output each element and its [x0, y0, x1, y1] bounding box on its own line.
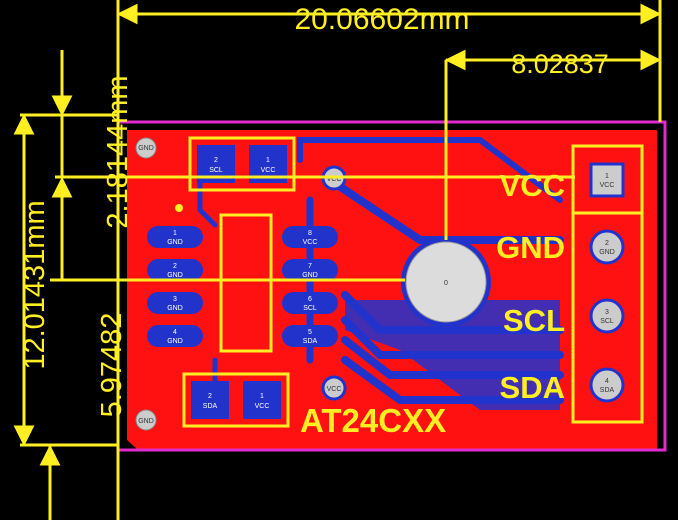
mounting-pad-bottom-left: GND: [135, 409, 157, 431]
mounting-pad-top-left: GND: [135, 137, 157, 159]
resistor-bottom-pin-name: VCC: [255, 403, 270, 410]
chip-pin-num: 3: [173, 296, 177, 303]
chip-pin-name: GND: [167, 305, 183, 312]
mounting-pad-label-bottom: GND: [138, 418, 154, 425]
dimension-width-label: 20.06602mm: [294, 3, 469, 36]
chip-pin-num: 8: [308, 230, 312, 237]
header-pin-num: 1: [605, 173, 609, 180]
header-pin-name: GND: [599, 249, 615, 256]
chip-pin: 2 GND: [147, 259, 203, 281]
chip-part-label: AT24CXX: [300, 402, 446, 439]
chip-pin-num: 7: [308, 263, 312, 270]
chip-pin-num: 4: [173, 329, 177, 336]
dimension-bottom-offset-label: 5.97482: [96, 313, 128, 418]
resistor-top-pin-name: VCC: [261, 167, 276, 174]
chip-pin-name: VCC: [303, 239, 318, 246]
via-bottom: VCC: [321, 375, 347, 401]
chip-pin: 4 GND: [147, 325, 203, 347]
mounting-hole: 0: [401, 237, 491, 327]
header-connector: 1 VCC 2 GND 3 SCL 4 SDA: [571, 144, 644, 424]
silk-label-sda: SDA: [500, 370, 565, 405]
silk-label-scl: SCL: [503, 303, 565, 338]
header-pin-name: SDA: [600, 387, 615, 394]
copper-pour: [345, 300, 560, 410]
dimension-lines: [13, 0, 662, 520]
dimension-height-label: 12.01431mm: [19, 200, 51, 369]
chip-pin1-marker: [175, 204, 183, 212]
chip-pin: 8 VCC: [282, 226, 338, 248]
chip-pin: 3 GND: [147, 292, 203, 314]
resistor-bottom: 2 SDA 1 VCC: [182, 372, 290, 428]
chip-pin-num: 2: [173, 263, 177, 270]
chip-pin-name: GND: [167, 272, 183, 279]
dimension-hole-offset-label: 8.02837: [511, 49, 609, 79]
via-bottom-label: VCC: [327, 386, 342, 393]
resistor-top-pin-num: 1: [266, 157, 270, 164]
chip-pin-name: SCL: [303, 305, 317, 312]
chip-pin-name: GND: [167, 338, 183, 345]
chip-pin: 5 SDA: [282, 325, 338, 347]
resistor-bottom-pin-num: 1: [260, 393, 264, 400]
resistor-bottom-pin-name: SDA: [203, 403, 218, 410]
resistor-top-pin-name: SCL: [209, 167, 223, 174]
chip-pin-name: SDA: [303, 338, 318, 345]
header-pin: 4 SDA: [589, 367, 625, 403]
header-pin-num: 3: [605, 309, 609, 316]
via-top-label: VCC: [327, 176, 342, 183]
chip-pins-left: 1 GND 2 GND 3 GND 4 GND: [147, 226, 203, 347]
header-pin-num: 4: [605, 378, 609, 385]
mounting-hole-label: 0: [444, 280, 448, 287]
resistor-bottom-pin-num: 2: [208, 393, 212, 400]
chip-pins-right: 8 VCC 7 GND 6 SCL 5 SDA: [282, 226, 338, 347]
dimension-top-offset-label: 2.18144mm: [102, 75, 134, 228]
chip-pin: 7 GND: [282, 259, 338, 281]
chip-pin-name: GND: [302, 272, 318, 279]
silk-label-gnd: GND: [496, 230, 565, 265]
mounting-pad-label-top: GND: [138, 145, 154, 152]
chip-pin-name: GND: [167, 239, 183, 246]
chip-pin-num: 6: [308, 296, 312, 303]
header-pin: 2 GND: [589, 229, 625, 265]
header-pin-name: VCC: [600, 182, 615, 189]
header-pin-num: 2: [605, 240, 609, 247]
chip-pin: 1 GND: [147, 226, 203, 248]
header-pin: 1 VCC: [589, 162, 625, 198]
chip-pin: 6 SCL: [282, 292, 338, 314]
chip-pin-num: 1: [173, 230, 177, 237]
header-pin-name: SCL: [600, 318, 614, 325]
chip-pin-num: 5: [308, 329, 312, 336]
silk-label-vcc: VCC: [500, 168, 565, 203]
resistor-top-pin-num: 2: [214, 157, 218, 164]
header-pin: 3 SCL: [589, 298, 625, 334]
chip-body-outline: [219, 213, 273, 353]
